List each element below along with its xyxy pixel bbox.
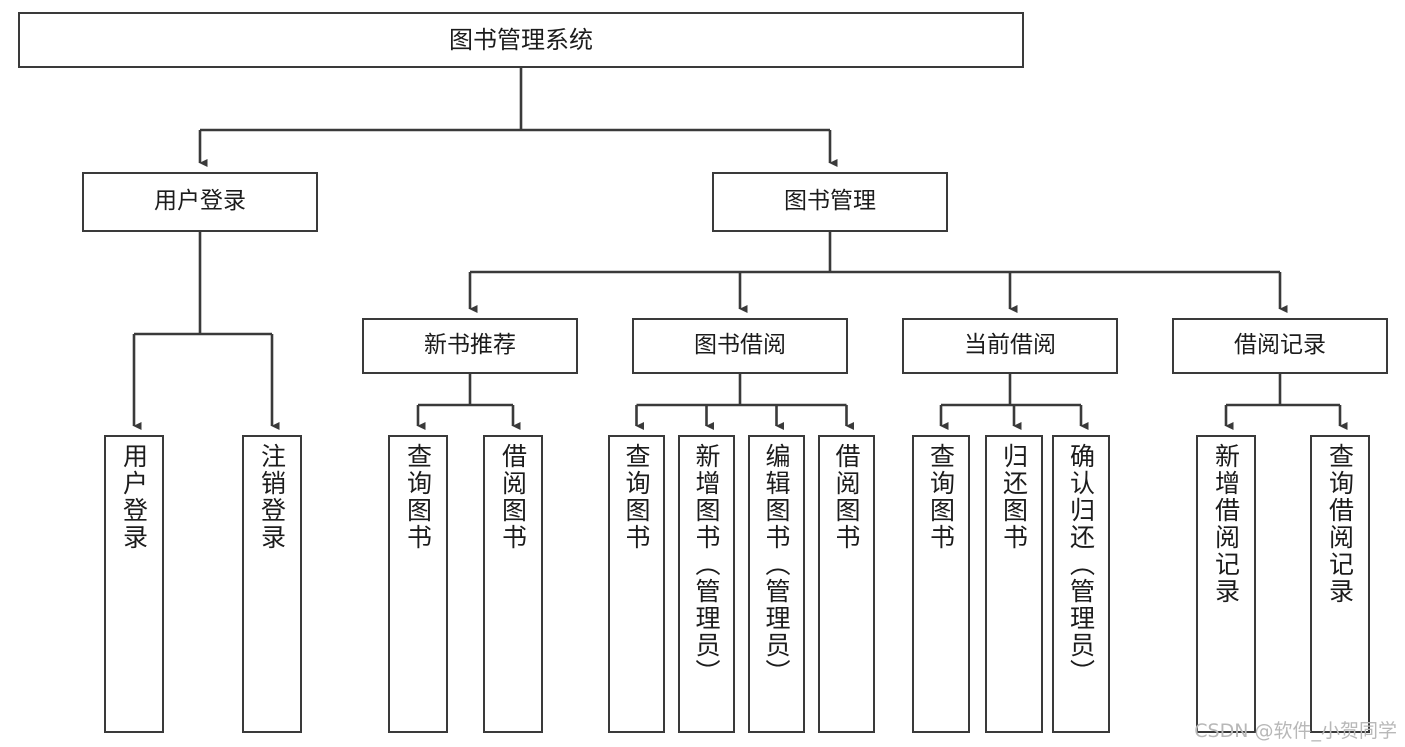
node-borrow-record-label: 借阅记录 (1234, 332, 1326, 359)
node-book-borrow[interactable]: 图书借阅 (632, 318, 848, 374)
node-new-book-rec[interactable]: 新书推荐 (362, 318, 578, 374)
node-leaf-logout-login[interactable]: 注销登录 (242, 435, 302, 733)
node-leaf-borrow-book-rec-label: 借阅图书 (498, 443, 528, 551)
node-leaf-query-book-current-label: 查询图书 (926, 443, 956, 551)
node-leaf-confirm-return-label: 确认归还（管理员） (1066, 443, 1096, 686)
node-leaf-add-borrow-record-label: 新增借阅记录 (1211, 443, 1241, 605)
node-leaf-query-borrow-record-label: 查询借阅记录 (1325, 443, 1355, 605)
node-leaf-logout-login-label: 注销登录 (257, 443, 287, 551)
node-leaf-query-book-current[interactable]: 查询图书 (912, 435, 970, 733)
node-user-login-label: 用户登录 (154, 188, 246, 215)
node-leaf-add-book-admin[interactable]: 新增图书（管理员） (678, 435, 735, 733)
node-current-borrow[interactable]: 当前借阅 (902, 318, 1118, 374)
node-book-manage[interactable]: 图书管理 (712, 172, 948, 232)
node-root[interactable]: 图书管理系统 (18, 12, 1024, 68)
node-leaf-edit-book-admin[interactable]: 编辑图书（管理员） (748, 435, 805, 733)
node-leaf-return-book-label: 归还图书 (999, 443, 1029, 551)
node-leaf-add-book-admin-label: 新增图书（管理员） (692, 443, 721, 686)
node-leaf-query-book-borrow-label: 查询图书 (622, 443, 651, 551)
node-leaf-query-book-borrow[interactable]: 查询图书 (608, 435, 665, 733)
node-user-login[interactable]: 用户登录 (82, 172, 318, 232)
node-leaf-borrow-book[interactable]: 借阅图书 (818, 435, 875, 733)
node-leaf-add-borrow-record[interactable]: 新增借阅记录 (1196, 435, 1256, 733)
node-root-label: 图书管理系统 (449, 25, 593, 54)
node-leaf-borrow-book-rec[interactable]: 借阅图书 (483, 435, 543, 733)
node-leaf-query-book-rec-label: 查询图书 (403, 443, 433, 551)
node-leaf-user-login-label: 用户登录 (119, 443, 149, 551)
node-leaf-confirm-return[interactable]: 确认归还（管理员） (1052, 435, 1110, 733)
node-book-borrow-label: 图书借阅 (694, 332, 786, 359)
node-leaf-query-borrow-record[interactable]: 查询借阅记录 (1310, 435, 1370, 733)
watermark-credit: CSDN @软件_小贺同学 (1194, 720, 1397, 742)
node-current-borrow-label: 当前借阅 (964, 332, 1056, 359)
node-borrow-record[interactable]: 借阅记录 (1172, 318, 1388, 374)
node-leaf-borrow-book-label: 借阅图书 (832, 443, 861, 551)
node-book-manage-label: 图书管理 (784, 188, 876, 215)
node-leaf-return-book[interactable]: 归还图书 (985, 435, 1043, 733)
node-new-book-rec-label: 新书推荐 (424, 332, 516, 359)
node-leaf-edit-book-admin-label: 编辑图书（管理员） (762, 443, 791, 686)
node-leaf-user-login[interactable]: 用户登录 (104, 435, 164, 733)
node-leaf-query-book-rec[interactable]: 查询图书 (388, 435, 448, 733)
